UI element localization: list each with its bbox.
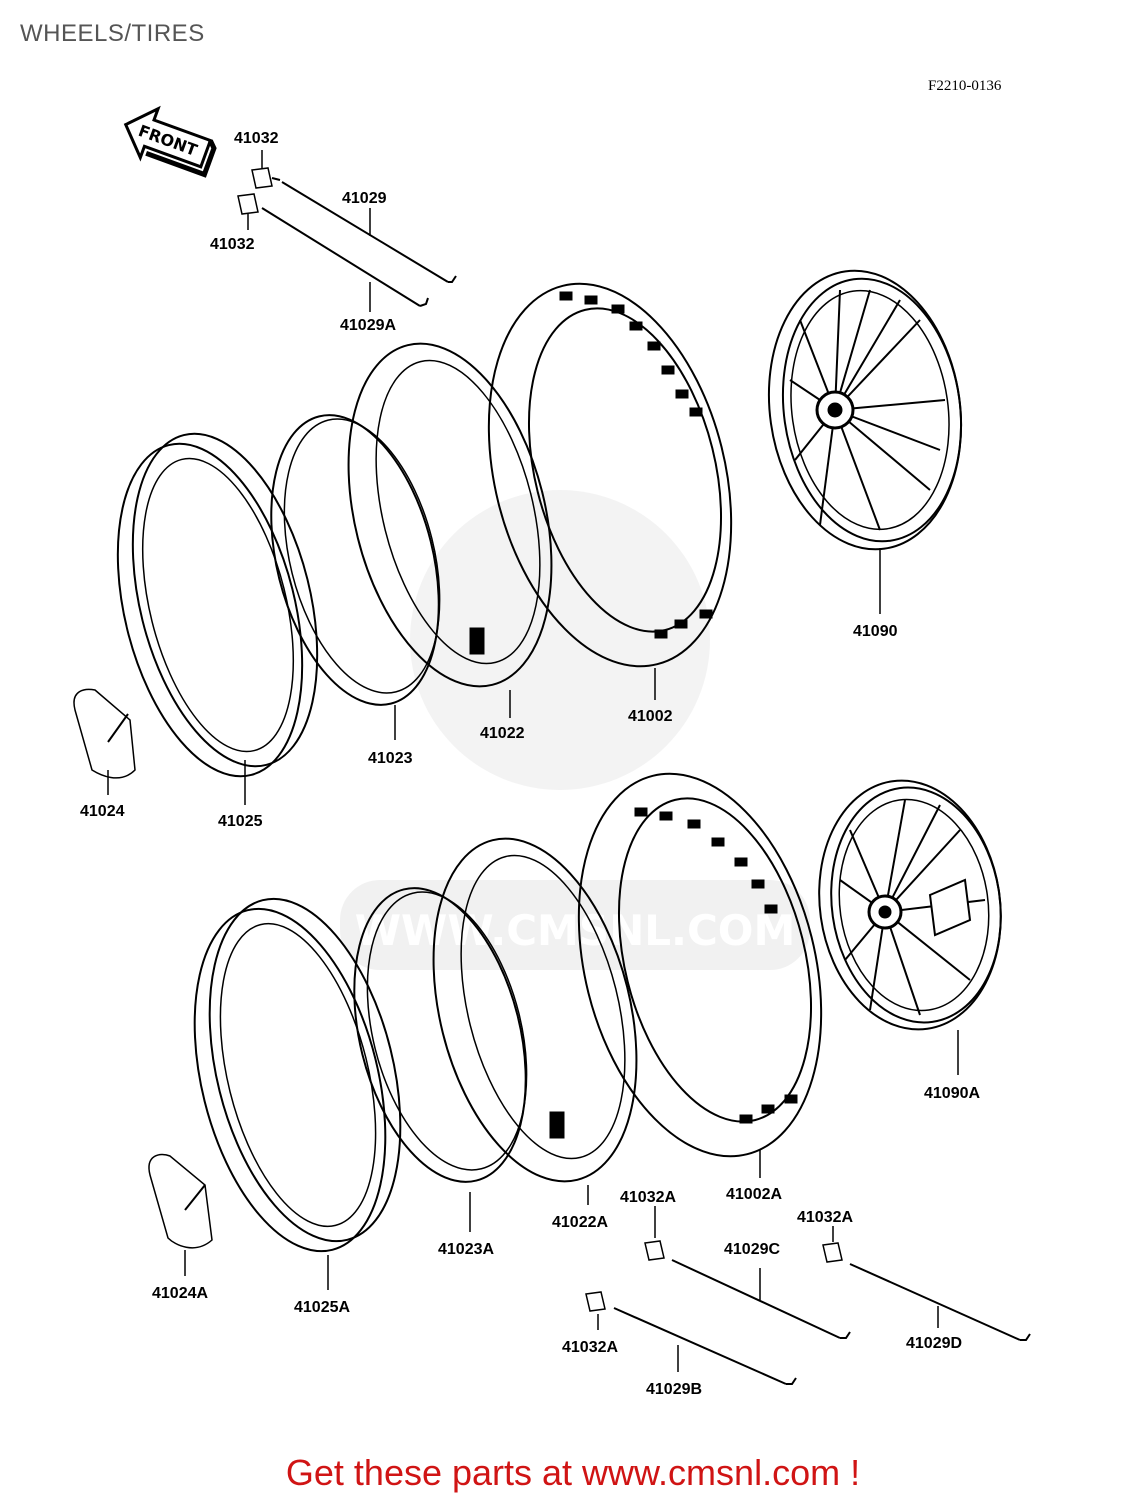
spoke-41029A — [261, 207, 429, 307]
rim-lock-41024 — [73, 688, 136, 779]
label-41029B: 41029B — [646, 1381, 702, 1398]
label-41025: 41025 — [218, 813, 263, 830]
label-41029: 41029 — [342, 190, 387, 207]
tube-41022A — [432, 837, 638, 1183]
rim-band-41023A — [353, 887, 528, 1183]
nipple-41032-upper — [251, 167, 281, 189]
label-41090A: 41090A — [924, 1085, 980, 1102]
label-41032-lower: 41032 — [210, 236, 255, 253]
label-41002A: 41002A — [726, 1186, 782, 1203]
spoke-41029B — [613, 1307, 797, 1385]
label-41090: 41090 — [853, 623, 898, 640]
label-41029A: 41029A — [340, 317, 396, 334]
spoke-41029 — [281, 181, 457, 283]
tube-41022 — [347, 342, 553, 688]
label-41002: 41002 — [628, 708, 673, 725]
label-41025A: 41025A — [294, 1299, 350, 1316]
label-41023A: 41023A — [438, 1241, 494, 1258]
tire-41002A — [577, 772, 823, 1158]
label-41022: 41022 — [480, 725, 525, 742]
watermark: WWW.CMSNL.COM — [340, 490, 810, 970]
nipple-41032A-3 — [585, 1291, 606, 1312]
parts-diagram: WWW.CMSNL.COM FRONT — [73, 105, 1031, 1398]
label-41032A-3: 41032A — [562, 1339, 618, 1356]
wheel-41090 — [767, 269, 963, 551]
tire-41002 — [487, 282, 733, 668]
spoke-41029D — [849, 1263, 1031, 1341]
footer-link[interactable]: Get these parts at www.cmsnl.com ! — [285, 1452, 861, 1493]
label-41029D: 41029D — [906, 1335, 962, 1352]
label-41032A-1: 41032A — [620, 1189, 676, 1206]
label-41032-upper: 41032 — [234, 130, 279, 147]
nipple-41032A-2 — [822, 1242, 843, 1263]
rim-41025A — [193, 897, 402, 1253]
diagram-code: F2210-0136 — [928, 78, 1002, 94]
watermark-text: WWW.CMSNL.COM — [355, 906, 796, 955]
label-41024A: 41024A — [152, 1285, 208, 1302]
nipple-41032-lower — [237, 193, 259, 215]
label-41029C: 41029C — [724, 1241, 780, 1258]
page-title: WHEELS/TIRES — [20, 20, 205, 47]
rim-band-41023 — [270, 414, 441, 706]
label-41023: 41023 — [368, 750, 413, 767]
front-arrow-icon: FRONT — [123, 105, 217, 178]
spoke-41029C — [671, 1259, 851, 1339]
nipple-41032A-1 — [644, 1240, 665, 1261]
rim-41025 — [116, 432, 319, 778]
label-41022A: 41022A — [552, 1214, 608, 1231]
rim-lock-41024A — [148, 1153, 213, 1249]
wheel-41090A — [818, 779, 1002, 1031]
label-41024: 41024 — [80, 803, 125, 820]
label-41032A-2: 41032A — [797, 1209, 853, 1226]
leader-lines — [107, 150, 959, 1372]
